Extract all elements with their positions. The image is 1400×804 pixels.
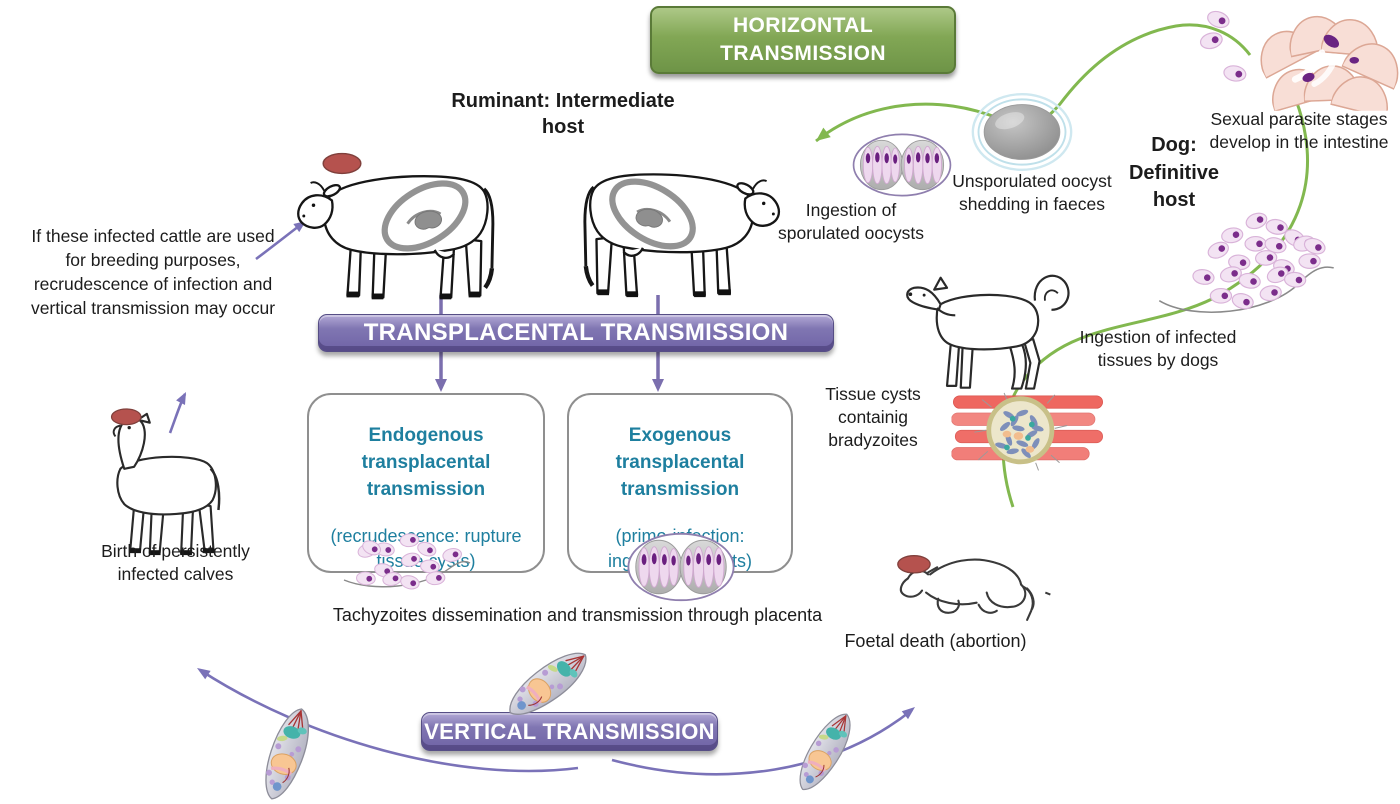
transplacental-transmission-label: TRANSPLACENTAL TRANSMISSION <box>363 319 789 346</box>
dog-illustration <box>893 253 1089 395</box>
sporulated-oocyst-in-box-icon <box>624 531 738 603</box>
vertical-transmission-banner: VERTICAL TRANSMISSION <box>421 712 718 751</box>
ingestion-tissues-caption: Ingestion of infected tissues by dogs <box>1079 327 1237 371</box>
arrowhead-to-calf-cycle <box>197 668 211 680</box>
infection-patch-icon <box>321 152 363 175</box>
exogenous-title: Exogenous transplacental transmission <box>615 425 745 500</box>
birth-calves-caption: Birth of persistently infected calves <box>101 541 250 585</box>
dog-host-title: Dog: Definitive host <box>1128 134 1220 212</box>
tissue-cysts-caption: Tissue cysts containig bradyzoites <box>825 384 921 451</box>
arrowhead-to-foetus-cycle <box>901 707 915 720</box>
vertical-transmission-label: VERTICAL TRANSMISSION <box>424 718 715 744</box>
ruminant-host-title: Ruminant: Intermediate host <box>451 90 675 139</box>
unsporulated-oocyst-caption: Unsporulated oocyst shedding in faeces <box>952 171 1112 215</box>
aborted-foetus-illustration <box>876 536 1056 632</box>
tachyzoite-cluster-small-icon <box>338 524 473 594</box>
foetal-death-caption: Foetal death (abortion) <box>844 631 1027 651</box>
muscle-tissue-cyst-illustration <box>948 392 1108 480</box>
loose-parasite-cells-icon <box>1198 8 1248 84</box>
tachyzoites-caption: Tachyzoites dissemination and transmissi… <box>332 605 823 625</box>
sexual-stages-caption: Sexual parasite stages develop in the in… <box>1209 109 1389 153</box>
horizontal-transmission-banner: HORIZONTAL TRANSMISSION <box>650 6 956 74</box>
breeding-note: If these infected cattle are used for br… <box>30 226 276 319</box>
endogenous-title: Endogenous transplacental transmission <box>361 425 491 500</box>
green-cycle-line-top <box>815 23 1252 143</box>
arrowhead-from-calf <box>176 392 186 405</box>
tachyzoite-cluster-large-icon <box>1150 212 1342 318</box>
ingestion-oocysts-caption: Ingestion of sporulated oocysts <box>778 200 924 244</box>
green-arrowhead <box>816 127 831 141</box>
horizontal-transmission-label: HORIZONTAL TRANSMISSION <box>720 13 886 65</box>
unsporulated-oocyst-icon <box>970 88 1074 176</box>
transplacental-transmission-banner: TRANSPLACENTAL TRANSMISSION <box>318 314 834 352</box>
calf-illustration <box>80 408 248 560</box>
